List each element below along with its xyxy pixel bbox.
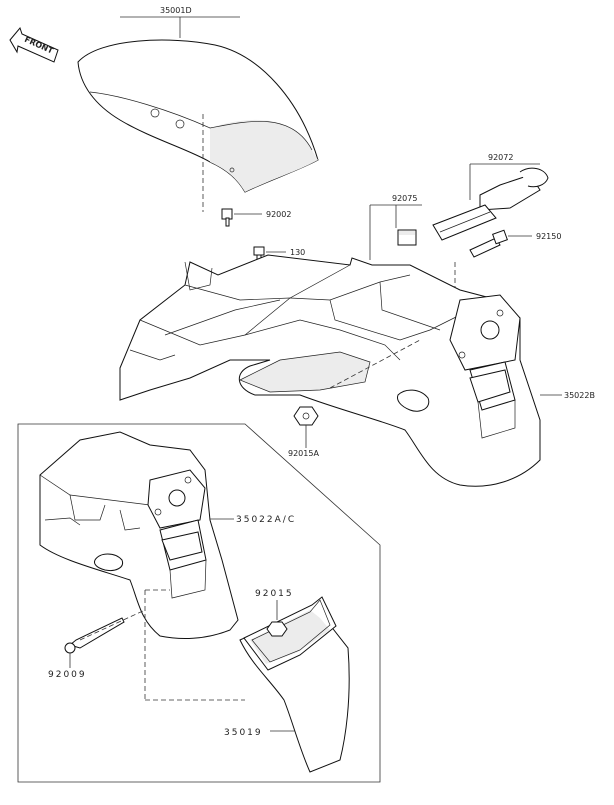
front-fender [77, 39, 319, 193]
callout-92072: 92072 [488, 153, 513, 162]
callout-92002: 92002 [266, 210, 291, 219]
callout-35022ac: 35022A/C [236, 515, 296, 525]
dashed-axis-92015a [329, 339, 421, 389]
screw-92009-icon [64, 617, 125, 654]
bolt-92150-icon [469, 229, 508, 258]
callout-35022b: 35022B [564, 391, 595, 400]
callout-92015: 92015 [255, 589, 294, 599]
callout-92075: 92075 [392, 194, 417, 203]
inset-frame [17, 423, 381, 783]
callout-92150: 92150 [536, 232, 561, 241]
nut-92015-icon [266, 621, 288, 637]
mud-flap-35019 [239, 596, 350, 773]
pad-92075 [397, 229, 417, 246]
rear-fender-35022b [119, 254, 541, 487]
callout-92015a: 92015A [288, 449, 319, 458]
callout-35019: 35019 [224, 728, 263, 738]
front-arrow-icon: FRONT [9, 26, 59, 63]
nut-92015a-icon [293, 406, 319, 426]
callout-130: 130 [290, 248, 305, 257]
callout-92009: 92009 [48, 670, 87, 680]
callout-35001d: 35001D [160, 6, 192, 15]
rear-fender-35022ac [39, 431, 239, 639]
bolt-92002-icon [221, 208, 233, 227]
dashed-axis-92009 [79, 609, 146, 641]
strap-92072 [432, 167, 549, 241]
